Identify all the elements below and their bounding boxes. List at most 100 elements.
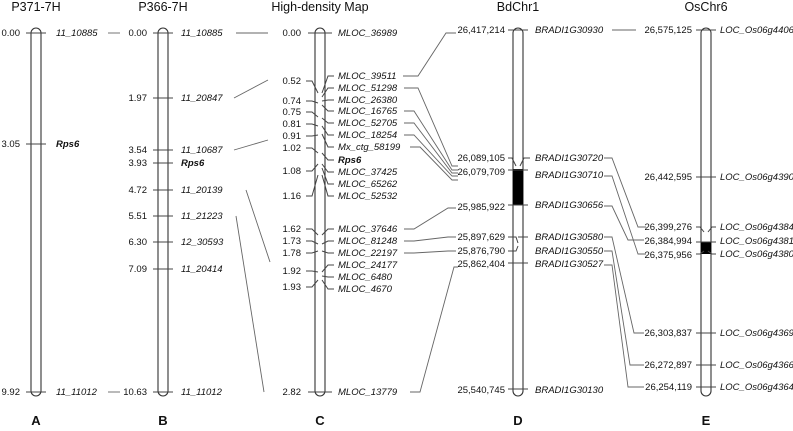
connectors-a-b	[108, 32, 120, 393]
pos-c-11: 1.78	[283, 248, 302, 259]
pos-c-2: 0.74	[283, 96, 302, 107]
gene-d-2: BRADI1G30710	[535, 170, 604, 181]
panel-label-c: C	[315, 413, 325, 428]
marker-c-1: MLOC_39511	[338, 71, 396, 82]
pos-d-4: 25,897,629	[457, 232, 505, 243]
gene-e-2: LOC_Os06g43840	[720, 222, 793, 233]
marker-b-1: 11_20847	[181, 93, 223, 104]
connectors-c-d	[403, 32, 458, 393]
pos-d-0: 26,417,214	[457, 25, 505, 36]
gene-d-5: BRADI1G30550	[535, 246, 604, 257]
pos-d-6: 25,862,404	[457, 259, 505, 270]
pos-c-13: 1.93	[283, 282, 302, 293]
marker-c-7: Mx_ctg_58199	[338, 142, 401, 153]
gene-e-6: LOC_Os06g43660	[720, 360, 793, 371]
pos-a-0: 0.00	[2, 28, 21, 39]
marker-b-8: 11_11012	[181, 387, 223, 398]
pos-b-1: 1.97	[129, 93, 148, 104]
pos-d-7: 25,540,745	[457, 385, 505, 396]
pos-c-9: 1.62	[283, 224, 302, 235]
pos-e-0: 26,575,125	[644, 25, 692, 36]
marker-c-9: MLOC_37425	[338, 167, 398, 178]
pos-c-6: 1.02	[283, 143, 302, 154]
pos-c-8: 1.16	[283, 191, 302, 202]
marker-b-2: 11_10687	[181, 145, 223, 156]
marker-c-6: MLOC_18254	[338, 130, 397, 141]
rps6-interval-e	[701, 242, 711, 254]
marker-a-0: 11_10885	[56, 28, 98, 39]
pos-c-0: 0.00	[283, 28, 302, 39]
marker-b-7: 11_20414	[181, 264, 223, 275]
marker-b-5: 11_21223	[181, 211, 223, 222]
marker-b-0: 11_10885	[181, 28, 223, 39]
pos-e-7: 26,254,119	[645, 382, 692, 393]
marker-c-18: MLOC_13779	[338, 387, 398, 398]
panel-label-e: E	[702, 413, 711, 428]
map-b	[153, 32, 173, 393]
marker-b-rps6: Rps6	[181, 158, 205, 169]
map-d-ticks	[508, 29, 530, 390]
marker-c-4: MLOC_16765	[338, 106, 398, 117]
pos-d-1: 26,089,105	[457, 153, 505, 164]
pos-b-3: 3.93	[129, 158, 148, 169]
pos-c-1: 0.52	[283, 76, 302, 87]
pos-d-5: 25,876,790	[457, 246, 505, 257]
pos-a-1: 3.05	[2, 139, 21, 150]
marker-c-10: MLOC_65262	[338, 179, 398, 190]
chromosome-bar-a	[30, 27, 42, 397]
marker-c-15: MLOC_24177	[338, 260, 398, 271]
pos-d-2: 26,079,709	[457, 167, 505, 178]
pos-c-12: 1.92	[283, 266, 302, 277]
pos-b-7: 7.09	[129, 264, 148, 275]
chromosome-bar-e	[700, 27, 712, 397]
panel-label-a: A	[31, 413, 41, 428]
chromosome-bar-b	[157, 27, 169, 397]
marker-c-11: MLOC_52532	[338, 191, 398, 202]
pos-c-10: 1.73	[283, 236, 302, 247]
marker-a-rps6: Rps6	[56, 139, 80, 150]
gene-d-4: BRADI1G30580	[535, 232, 604, 243]
map-c-ticks	[306, 32, 334, 393]
title-high-density: High-density Map	[271, 0, 368, 14]
pos-e-3: 26,384,994	[644, 236, 692, 247]
pos-b-2: 3.54	[129, 145, 148, 156]
gene-e-7: LOC_Os06g43640	[720, 382, 793, 393]
pos-b-5: 5.51	[129, 211, 148, 222]
marker-b-6: 12_30593	[181, 237, 224, 248]
pos-b-6: 6.30	[129, 237, 148, 248]
pos-a-2: 9.92	[2, 387, 21, 398]
title-oschr6: OsChr6	[684, 0, 727, 14]
pos-c-4: 0.81	[283, 119, 302, 130]
marker-a-2: 11_11012	[56, 387, 98, 398]
title-p371: P371-7H	[11, 0, 60, 14]
marker-c-2: MLOC_51298	[338, 83, 398, 94]
marker-c-13: MLOC_81248	[338, 236, 398, 247]
chromosome-bar-d	[512, 27, 524, 397]
rps6-interval-d	[513, 169, 523, 205]
gene-e-1: LOC_Os06g43900	[720, 172, 793, 183]
gene-d-3: BRADI1G30656	[535, 200, 604, 211]
connectors-d-e	[604, 29, 646, 388]
pos-b-4: 4.72	[129, 185, 148, 196]
pos-c-7: 1.08	[283, 166, 302, 177]
marker-b-4: 11_20139	[181, 185, 223, 196]
gene-e-4: LOC_Os06g43800	[720, 249, 793, 260]
marker-c-14: MLOC_22197	[338, 248, 398, 259]
connectors-b-c	[233, 32, 271, 393]
panel-label-b: B	[158, 413, 167, 428]
panel-label-d: D	[513, 413, 522, 428]
pos-e-4: 26,375,956	[644, 250, 692, 261]
pos-d-3: 25,985,922	[457, 202, 505, 213]
map-e-ticks	[696, 29, 716, 388]
gene-d-7: BRADI1G30130	[535, 385, 604, 396]
gene-d-0: BRADI1G30930	[535, 25, 604, 36]
marker-c-17: MLOC_4670	[338, 284, 393, 295]
title-bdchr1: BdChr1	[497, 0, 539, 14]
chromosome-bar-c	[314, 27, 326, 397]
marker-c-3: MLOC_26380	[338, 95, 398, 106]
pos-e-5: 26,303,837	[644, 328, 692, 339]
marker-c-12: MLOC_37646	[338, 224, 398, 235]
gene-e-0: LOC_Os06g44060	[720, 25, 793, 36]
pos-c-14: 2.82	[283, 387, 302, 398]
